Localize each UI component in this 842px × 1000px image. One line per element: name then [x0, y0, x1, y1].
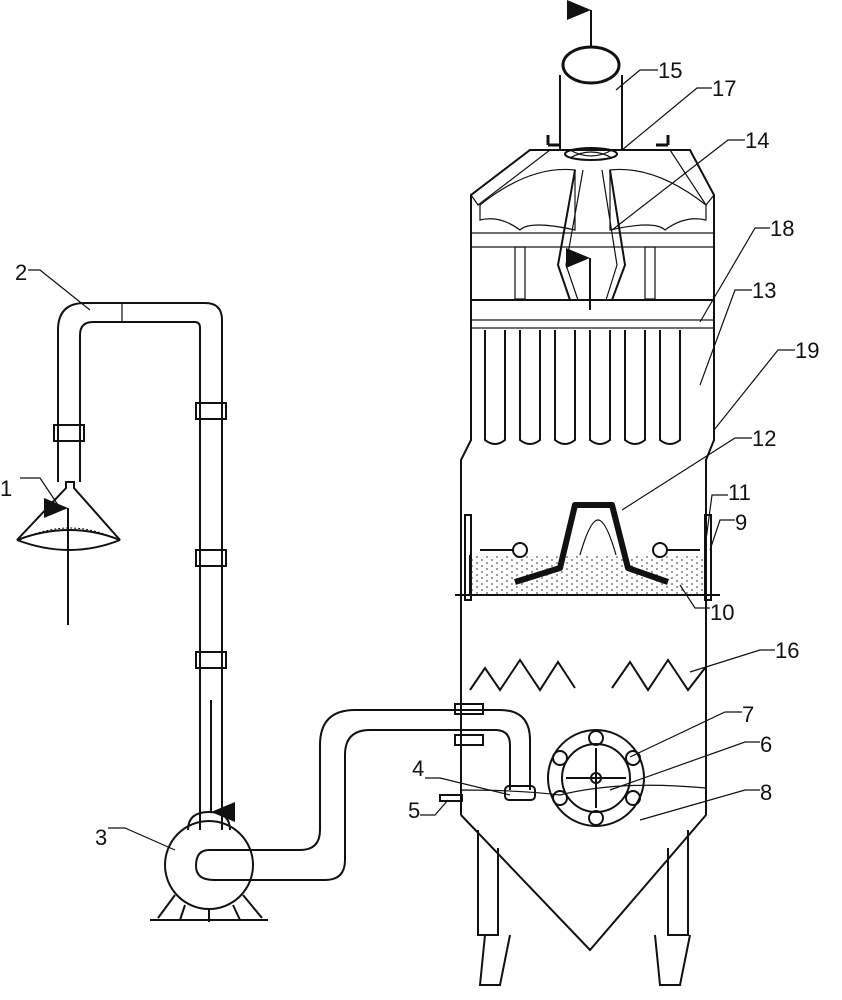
label-8: 8	[760, 780, 772, 805]
chimney	[559, 0, 623, 161]
label-17: 17	[712, 76, 736, 101]
rotary-disc	[547, 729, 645, 827]
label-18: 18	[770, 216, 794, 241]
label-9: 9	[735, 510, 747, 535]
label-16: 16	[775, 638, 799, 663]
fan	[150, 810, 325, 922]
label-6: 6	[760, 732, 772, 757]
filter-plate	[470, 319, 715, 329]
label-10: 10	[710, 600, 734, 625]
label-19: 19	[795, 338, 819, 363]
label-5: 5	[408, 798, 420, 823]
label-12: 12	[752, 426, 776, 451]
suction-hood	[16, 481, 121, 625]
cyclone-demister	[470, 168, 715, 310]
label-2: 2	[15, 260, 27, 285]
label-14: 14	[745, 128, 769, 153]
filter-bags	[484, 330, 681, 445]
label-11: 11	[728, 480, 751, 505]
label-4: 4	[412, 756, 424, 781]
label-13: 13	[752, 278, 776, 303]
label-1: 1	[0, 476, 12, 501]
callout-labels: 1 2 3 4 5 6 7 8 9 10 11 12 13 14 15 16 1…	[0, 58, 819, 850]
water-tank	[439, 784, 707, 986]
label-3: 3	[95, 825, 107, 850]
label-7: 7	[742, 702, 754, 727]
zigzag-plates	[469, 658, 706, 692]
spray-tray	[455, 502, 720, 601]
inlet-duct	[53, 302, 235, 830]
connecting-pipe	[299, 703, 536, 881]
leader-lines	[20, 69, 795, 851]
label-15: 15	[658, 58, 682, 83]
